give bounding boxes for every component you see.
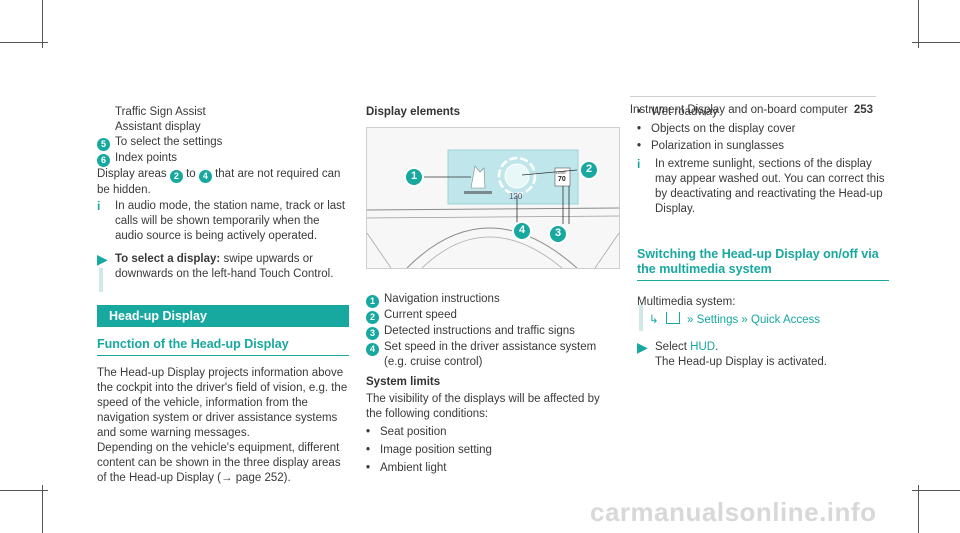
- step-arrow-icon: ▶: [637, 339, 648, 355]
- crop-mark: [912, 42, 960, 43]
- number-badge: 3: [366, 327, 379, 340]
- system-limits-heading: System limits: [366, 376, 441, 388]
- legend-text: Set speed in the driver assistance syste…: [384, 341, 597, 368]
- legend-item: 4 Set speed in the driver assistance syst…: [366, 340, 618, 370]
- intro-line: Assistant display: [115, 121, 201, 133]
- number-badge: 2: [169, 170, 183, 183]
- crop-mark: [918, 485, 919, 533]
- hud-limit-label: LIMIT: [556, 170, 567, 175]
- paragraph: The visibility of the displays will be a…: [366, 393, 600, 420]
- crop-mark: [912, 490, 960, 491]
- step-bar: [99, 268, 103, 292]
- step-text: To select a display: swipe upwards or do…: [115, 253, 334, 280]
- info-text: In audio mode, the station name, track o…: [115, 200, 346, 242]
- number-badge: 4: [198, 170, 212, 183]
- number-badge: 1: [366, 295, 379, 308]
- path-arrow-icon: ↳: [649, 314, 659, 326]
- hud-speed-value: 120: [509, 192, 523, 201]
- bullet-item: •Polarization in sunglasses: [637, 140, 784, 152]
- info-text: In extreme sunlight, sections of the dis…: [655, 158, 885, 215]
- legend-text: Detected instructions and traffic signs: [384, 325, 575, 337]
- legend-text: Current speed: [384, 309, 457, 321]
- hud-limit-value: 70: [558, 176, 566, 183]
- crop-mark: [0, 42, 48, 43]
- number-badge: 6: [97, 154, 110, 167]
- page-number: 253: [853, 104, 873, 116]
- crop-mark: [0, 490, 48, 491]
- section-banner: Head-up Display: [97, 305, 349, 327]
- path-intro: Multimedia system:: [637, 296, 736, 308]
- header-title: Instrument Display and on-board computer: [629, 104, 848, 116]
- list-item-text: To select the settings: [115, 136, 223, 148]
- home-icon: [665, 312, 680, 324]
- section-heading: Switching the Head-up Display on/off via…: [637, 247, 889, 281]
- bullet-item: •Image position setting: [366, 444, 492, 456]
- bullet-item: •Objects on the display cover: [637, 123, 796, 135]
- callout-4: 4: [518, 224, 526, 236]
- section-heading: Function of the Head-up Display: [97, 337, 349, 356]
- hud-figure: [367, 128, 619, 268]
- number-badge: 4: [366, 343, 379, 356]
- chevron-icon: »: [741, 314, 748, 326]
- header-rule: [630, 96, 876, 97]
- list-item: 6 Index points: [97, 151, 349, 167]
- crop-mark: [918, 0, 919, 48]
- menu-path: ↳ » Settings » Quick Access: [637, 312, 889, 328]
- display-areas-text: Display areas 2 to 4 that are not requir…: [97, 168, 341, 196]
- path-quick-access[interactable]: Quick Access: [751, 314, 821, 326]
- info-note: i In extreme sunlight, sections of the di…: [637, 157, 889, 217]
- number-badge: 2: [366, 311, 379, 324]
- callout-1: 1: [410, 170, 418, 182]
- middle-column: Display elements: [366, 105, 620, 476]
- display-elements-heading: Display elements: [366, 106, 460, 118]
- crop-mark: [42, 485, 43, 533]
- intro-line: Traffic Sign Assist: [115, 106, 206, 118]
- callout-3: 3: [554, 227, 562, 239]
- step-text: Select HUD.: [655, 341, 719, 353]
- step-bar: [639, 305, 643, 331]
- legend-item: 2 Current speed: [366, 308, 618, 324]
- paragraph: The Head-up Display projects information…: [97, 367, 348, 439]
- right-column: •Wet roadway •Objects on the display cov…: [637, 105, 889, 370]
- step-arrow-icon: ▶: [97, 251, 108, 267]
- paragraph: Depending on the vehicle's equipment, di…: [97, 442, 341, 484]
- step: ▶ To select a display: swipe upwards or …: [97, 252, 349, 282]
- bullet-item: •Wet roadway: [637, 106, 718, 118]
- step: ▶ Select HUD.: [637, 340, 889, 355]
- watermark: carmanualsonline.info: [590, 497, 877, 527]
- step-result: The Head-up Display is activated.: [655, 356, 827, 368]
- number-badge: 5: [97, 138, 110, 151]
- list-item: 5 To select the settings: [97, 135, 349, 151]
- running-header: Instrument Display and on-board computer…: [630, 103, 873, 118]
- hud-illustration: 120 LIMIT 70 1 2 4 3: [366, 127, 620, 269]
- crop-mark: [42, 0, 43, 48]
- chevron-icon: »: [687, 314, 694, 326]
- list-item-text: Index points: [115, 152, 178, 164]
- legend-item: 1 Navigation instructions: [366, 292, 618, 308]
- info-icon: i: [97, 199, 101, 213]
- callout-2: 2: [585, 163, 593, 175]
- hud-option[interactable]: HUD: [690, 341, 716, 353]
- path-settings[interactable]: Settings: [696, 314, 739, 326]
- bullet-item: •Seat position: [366, 426, 447, 438]
- bullet-item: •Ambient light: [366, 462, 447, 474]
- legend-item: 3 Detected instructions and traffic signs: [366, 324, 618, 340]
- legend-text: Navigation instructions: [384, 293, 500, 305]
- info-note: i In audio mode, the station name, track …: [97, 199, 349, 244]
- info-icon: i: [637, 157, 641, 171]
